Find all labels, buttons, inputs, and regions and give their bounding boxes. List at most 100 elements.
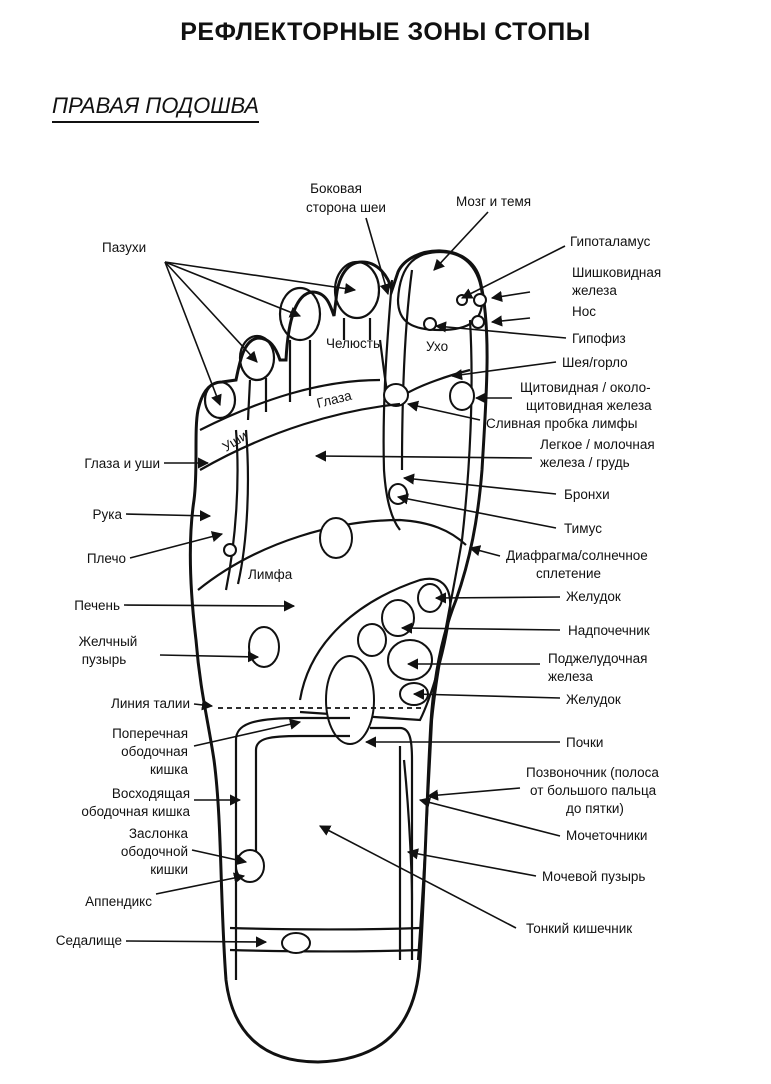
thyroid-zone: [449, 381, 475, 411]
label-diaphragm-1: Диафрагма/солнечное: [506, 548, 648, 563]
spine-leader: [426, 787, 521, 801]
gallbladder-zone: [248, 626, 280, 668]
label-side-neck-2: сторона шеи: [306, 200, 386, 215]
label-spine-1: Позвоночник (полоса: [526, 765, 659, 780]
label-kidneys: Почки: [566, 735, 603, 750]
spine-band: [382, 269, 473, 961]
label-sciatic: Седалище: [56, 933, 122, 948]
neck-leader: [450, 361, 557, 381]
sinuses-leaders: [164, 261, 357, 407]
diaphragm-line: [197, 518, 467, 591]
label-lymph: Лимфа: [248, 567, 293, 582]
sciatic-zone: [281, 932, 311, 954]
label-ascending-1: Восходящая: [112, 786, 190, 801]
toe-5: [203, 380, 237, 420]
label-transverse-2: ободочная: [121, 744, 188, 759]
transverse-leader: [193, 718, 302, 747]
ureters-leader: [418, 797, 561, 837]
arm-band: [224, 429, 250, 591]
lymph-plug-leader: [406, 400, 481, 421]
label-transverse-3: кишка: [150, 762, 188, 777]
label-lung-2: железа / грудь: [540, 455, 630, 470]
ureter-line: [402, 759, 414, 901]
label-hypothalamus: Гипоталамус: [570, 234, 651, 249]
brain-leader: [433, 211, 489, 271]
label-gallbladder-1: Желчный: [79, 634, 138, 649]
nose-dot: [471, 315, 485, 329]
waistline-leader: [193, 699, 214, 711]
label-pancreas-1: Поджелудочная: [548, 651, 647, 666]
label-bronchi: Бронхи: [564, 487, 610, 502]
diaphragm-leader: [468, 545, 501, 557]
adrenal-leader: [400, 622, 561, 634]
bronchi-zone: [388, 483, 408, 505]
stomach-region: [298, 577, 452, 722]
lung-leader: [314, 450, 533, 462]
label-pancreas-2: железа: [548, 669, 593, 684]
pineal-leader: [490, 290, 531, 302]
arm-leader: [125, 510, 212, 522]
bladder-leader: [406, 848, 537, 877]
label-arm: Рука: [93, 507, 123, 522]
label-valve-1: Заслонка: [129, 826, 189, 841]
liver-leader: [123, 600, 296, 612]
page-title: РЕФЛЕКТОРНЫЕ ЗОНЫ СТОПЫ: [180, 18, 591, 46]
sciatic-leader: [125, 936, 268, 948]
thymus-zone: [319, 517, 353, 559]
adrenal-zone: [381, 599, 415, 637]
label-pineal-1: Шишковидная: [572, 265, 661, 280]
label-spine-2: от большого пальца: [530, 783, 657, 798]
label-sinuses: Пазухи: [102, 240, 146, 255]
label-pituitary: Гипофиз: [572, 331, 626, 346]
stomach-zone-2: [357, 623, 387, 657]
label-lymph-plug: Сливная пробка лимфы: [486, 416, 637, 431]
label-appendix: Аппендикс: [85, 894, 152, 909]
label-thyroid-2: щитовидная железа: [526, 398, 652, 413]
stomach-2-leader: [412, 688, 561, 700]
gallbladder-leader: [159, 651, 260, 663]
lymph-dot: [223, 543, 237, 557]
nose-leader: [490, 315, 531, 327]
label-ascending-2: ободочная кишка: [81, 804, 190, 819]
label-stomach-1: Желудок: [566, 589, 621, 604]
stomach-1-leader: [434, 592, 561, 604]
label-ureters: Мочеточники: [566, 828, 647, 843]
toe-4: [238, 334, 276, 382]
label-nose: Нос: [572, 304, 596, 319]
pineal-dot: [473, 293, 487, 307]
kidney-zone: [325, 655, 375, 745]
label-brain: Мозг и темя: [456, 194, 531, 209]
toe-3: [278, 286, 322, 342]
label-transverse-1: Поперечная: [112, 726, 188, 741]
label-liver: Печень: [74, 598, 120, 613]
small-intestine-leader: [319, 825, 517, 929]
label-eyes-ears: Глаза и уши: [84, 456, 160, 471]
label-shoulder: Плечо: [87, 551, 126, 566]
label-jaw: Челюсть: [326, 336, 380, 351]
label-diaphragm-2: сплетение: [536, 566, 601, 581]
label-pineal-2: железа: [572, 283, 617, 298]
label-adrenal: Надпочечник: [568, 623, 650, 638]
hypothalamus-leader: [461, 245, 566, 299]
valve-leader: [191, 849, 248, 866]
label-waistline: Линия талии: [111, 696, 190, 711]
neck-blob: [383, 383, 409, 407]
label-spine-3: до пятки): [566, 801, 624, 816]
heel-band: [229, 926, 421, 953]
colon-frame: [234, 716, 414, 980]
shoulder-leader: [129, 531, 224, 559]
toe-2: [333, 260, 381, 320]
label-small-intestine: Тонкий кишечник: [526, 921, 632, 936]
pancreas-zone: [387, 639, 433, 681]
bronchi-leader: [402, 473, 557, 495]
toe-stems: [246, 318, 372, 421]
label-thyroid-1: Щитовидная / около-: [520, 380, 651, 395]
label-lung-1: Легкое / молочная: [540, 437, 655, 452]
label-gallbladder-2: пузырь: [82, 652, 127, 667]
label-thymus: Тимус: [564, 521, 602, 536]
label-valve-3: кишки: [150, 862, 188, 877]
pituitary-dot: [423, 317, 437, 331]
label-side-neck-1: Боковая: [310, 181, 362, 196]
eyes-band: [199, 378, 401, 471]
